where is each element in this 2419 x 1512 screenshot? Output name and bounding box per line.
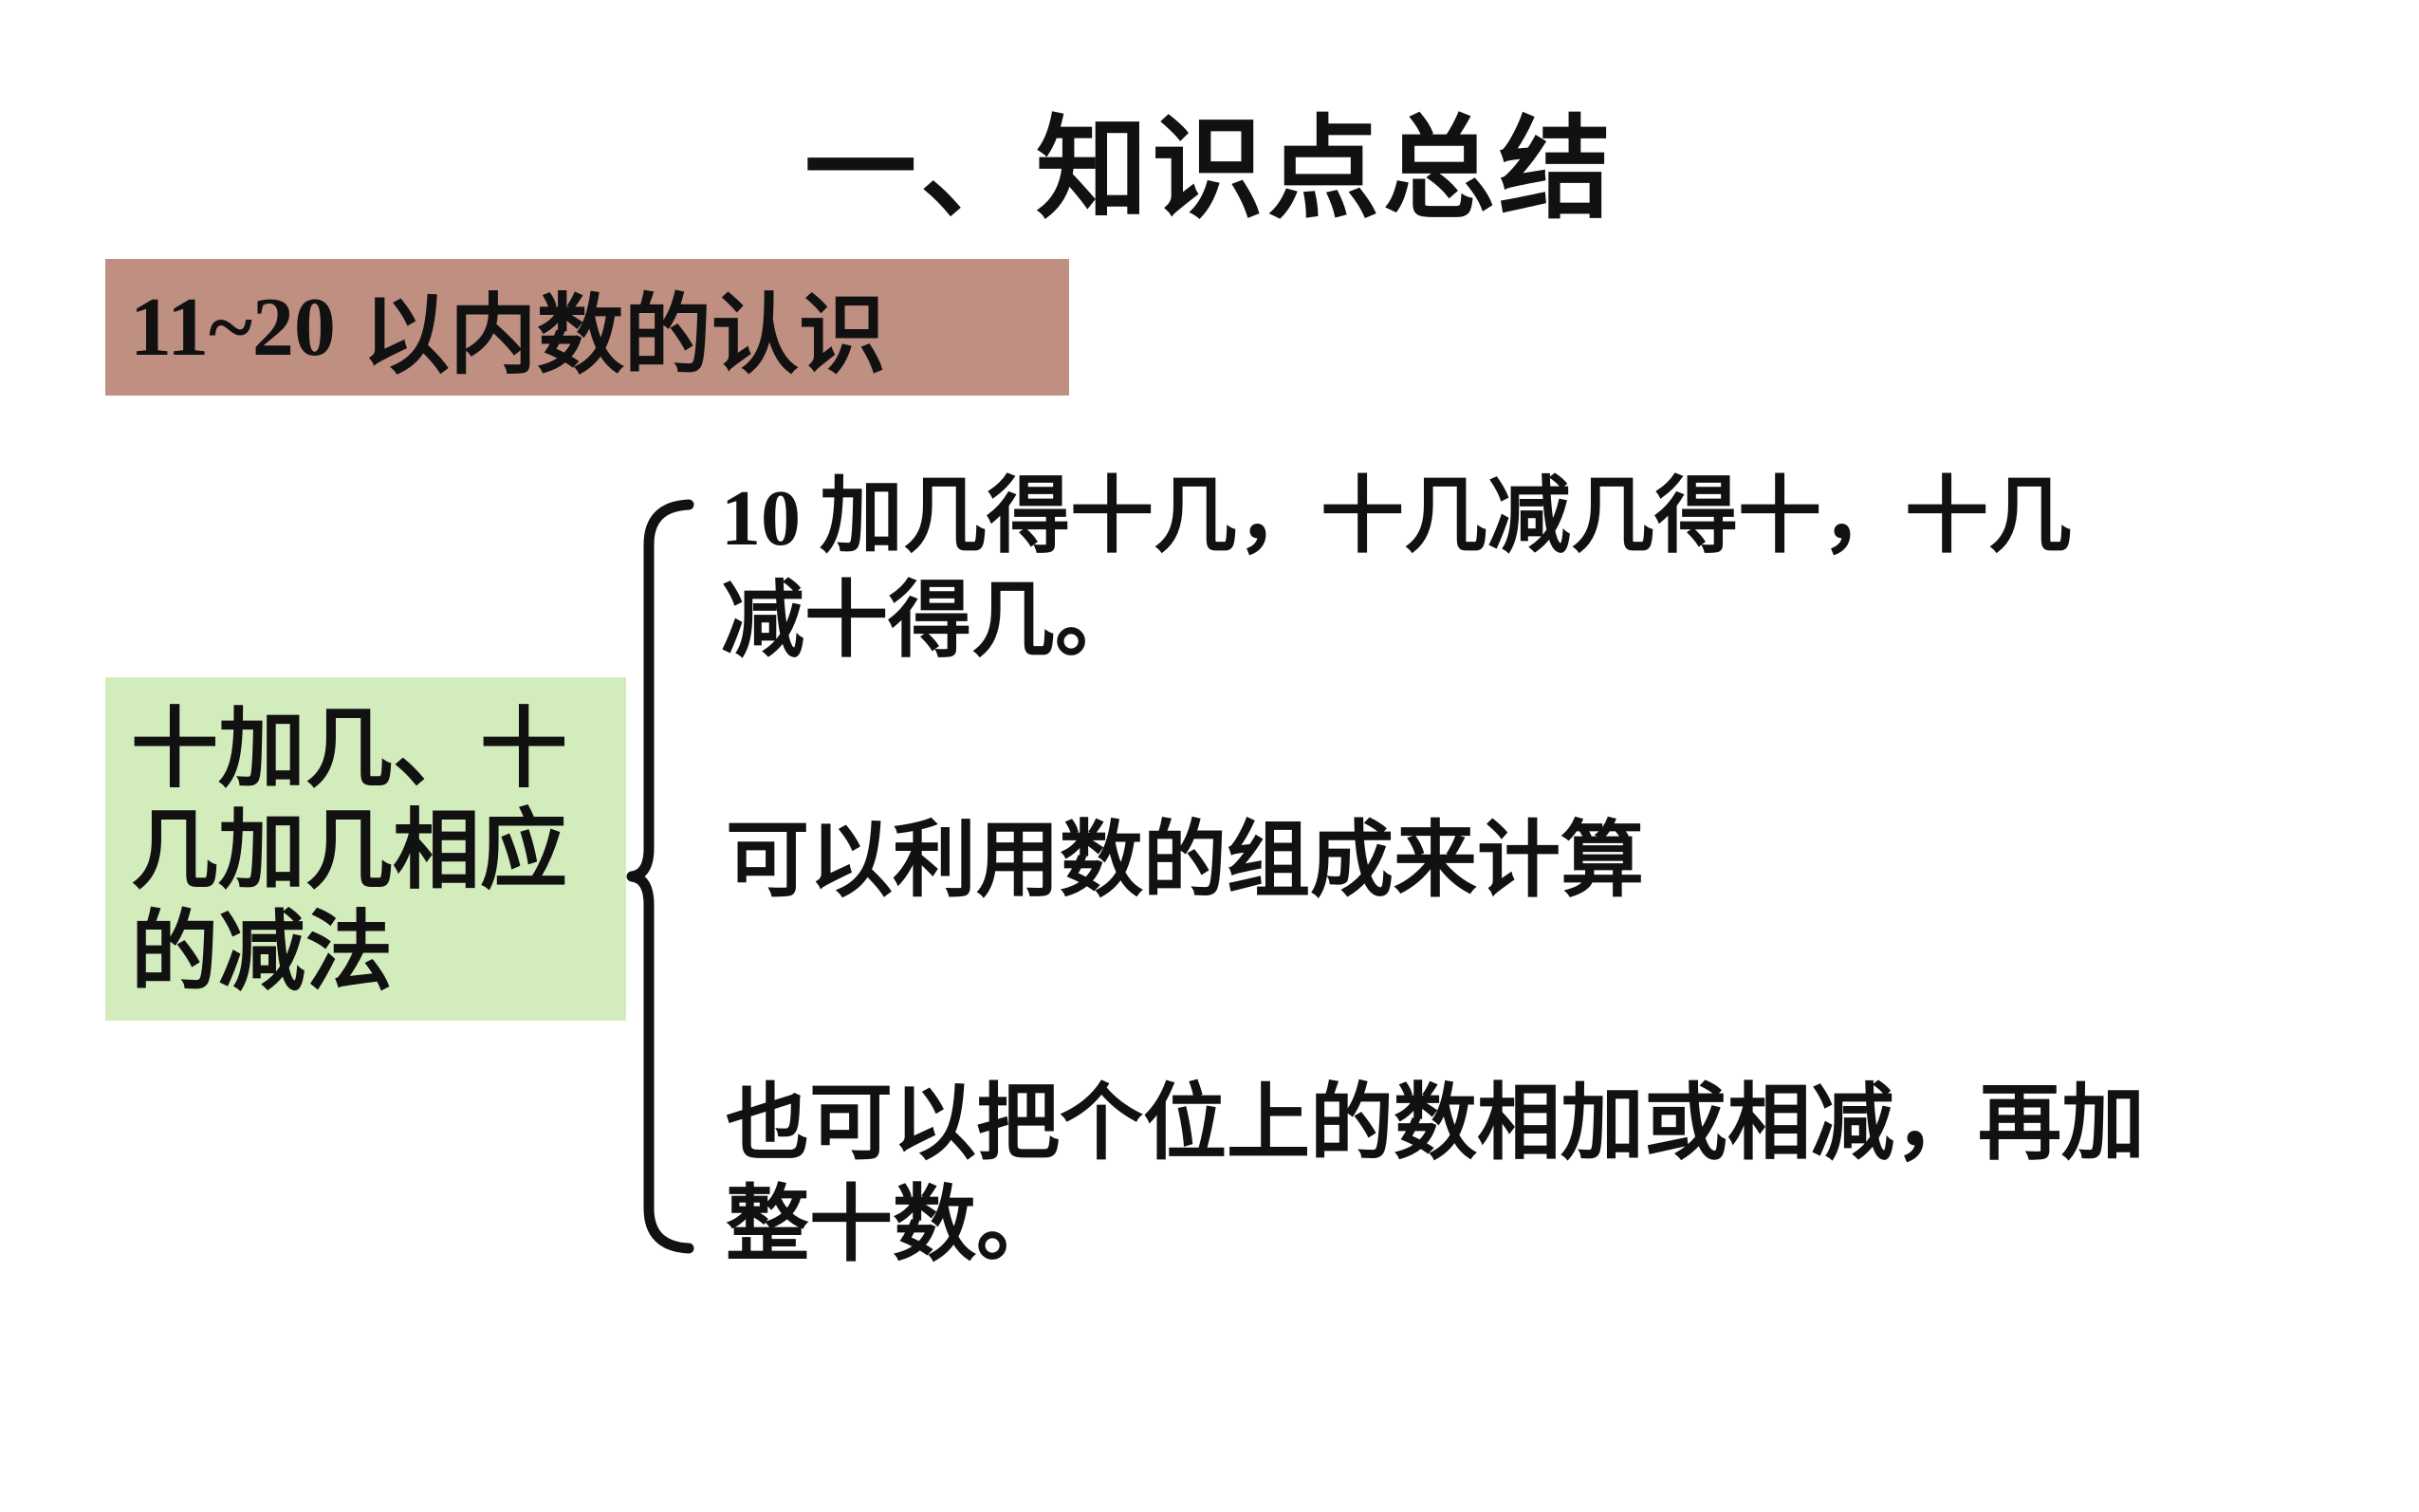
section-header: 11~20 以内数的认识 <box>105 259 1069 396</box>
topic-line-1: 十加几、十 <box>131 698 568 800</box>
slide-title: 一、知识点总结 <box>803 102 1615 234</box>
point-2-line-1: 可以利用数的组成来计算 <box>726 811 1645 909</box>
point-1-line-2: 减十得几。 <box>721 571 1139 669</box>
point-3-line-2: 整十数。 <box>726 1175 1061 1273</box>
point-1-line-1-text: 加几得十几，十几减几得十，十几 <box>820 467 2073 564</box>
point-3-line-1: 也可以把个位上的数相加或相减，再加 <box>726 1074 2146 1171</box>
point-2: 可以利用数的组成来计算 <box>726 809 1644 911</box>
topic-line-3: 的减法 <box>131 901 394 1003</box>
point-1-number: 10 <box>721 474 801 562</box>
point-3: 也可以把个位上的数相加或相减，再加 整十数。 <box>726 1072 2145 1275</box>
section-label: 以内数的认识 <box>361 284 886 386</box>
topic-line-2: 几加几相应 <box>131 800 568 901</box>
curly-brace <box>626 499 694 1254</box>
section-range: 11~20 <box>130 281 336 374</box>
topic-box: 十加几、十 几加几相应 的减法 <box>105 677 626 1021</box>
